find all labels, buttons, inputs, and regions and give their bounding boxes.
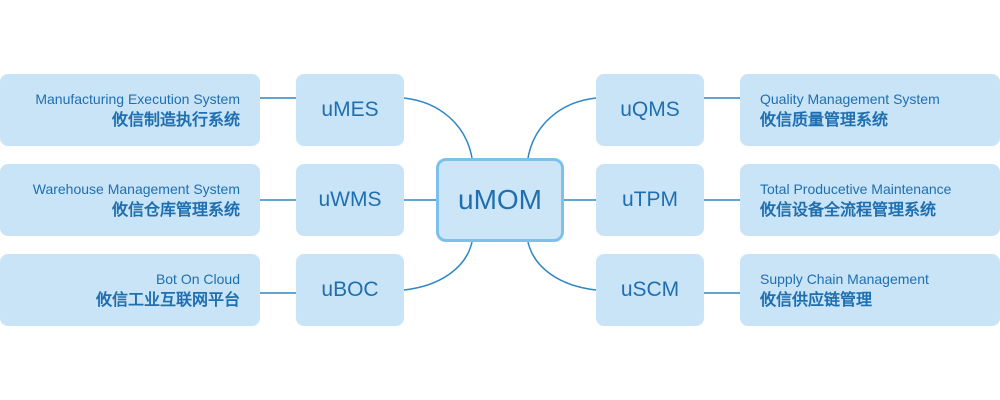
desc-zh-uqms: 攸信质量管理系统: [760, 110, 889, 129]
code-box-uboc: uBOC: [296, 254, 404, 326]
connector-center-boc: [403, 241, 473, 291]
desc-en-uwms: Warehouse Management System: [32, 181, 240, 197]
connector-center-scm: [527, 241, 597, 291]
desc-zh-utpm: 攸信设备全流程管理系统: [760, 200, 937, 219]
code-label-uboc: uBOC: [321, 278, 379, 301]
code-label-uwms: uWMS: [318, 188, 382, 211]
code-box-uqms: uQMS: [596, 74, 704, 146]
center-label: uMOM: [458, 184, 542, 215]
desc-box-utpm: Total Producetive Maintenance 攸信设备全流程管理系…: [740, 164, 1000, 236]
desc-zh-umes: 攸信制造执行系统: [111, 110, 240, 129]
code-label-utpm: uTPM: [621, 188, 678, 211]
code-label-uqms: uQMS: [620, 98, 680, 121]
desc-zh-uwms: 攸信仓库管理系统: [111, 200, 240, 219]
code-label-umes: uMES: [321, 98, 379, 121]
desc-en-uboc: Bot On Cloud: [155, 271, 240, 287]
desc-en-umes: Manufacturing Execution System: [35, 91, 240, 107]
desc-box-uqms: Quality Management System 攸信质量管理系统: [740, 74, 1000, 146]
code-box-uscm: uSCM: [596, 254, 704, 326]
code-box-uwms: uWMS: [296, 164, 404, 236]
connector-center-qms: [527, 97, 597, 159]
desc-en-uscm: Supply Chain Management: [760, 271, 929, 287]
desc-zh-uboc: 攸信工业互联网平台: [95, 290, 240, 309]
desc-zh-uscm: 攸信供应链管理: [760, 290, 873, 309]
desc-box-uboc: Bot On Cloud 攸信工业互联网平台: [0, 254, 260, 326]
connector-center-mes: [403, 97, 473, 159]
code-label-uscm: uSCM: [620, 278, 680, 301]
center-node-umom: uMOM: [436, 158, 564, 242]
desc-box-uwms: Warehouse Management System 攸信仓库管理系统: [0, 164, 260, 236]
code-box-utpm: uTPM: [596, 164, 704, 236]
desc-en-utpm: Total Producetive Maintenance: [760, 181, 952, 197]
code-box-umes: uMES: [296, 74, 404, 146]
desc-box-uscm: Supply Chain Management 攸信供应链管理: [740, 254, 1000, 326]
desc-box-umes: Manufacturing Execution System 攸信制造执行系统: [0, 74, 260, 146]
desc-en-uqms: Quality Management System: [760, 91, 940, 107]
